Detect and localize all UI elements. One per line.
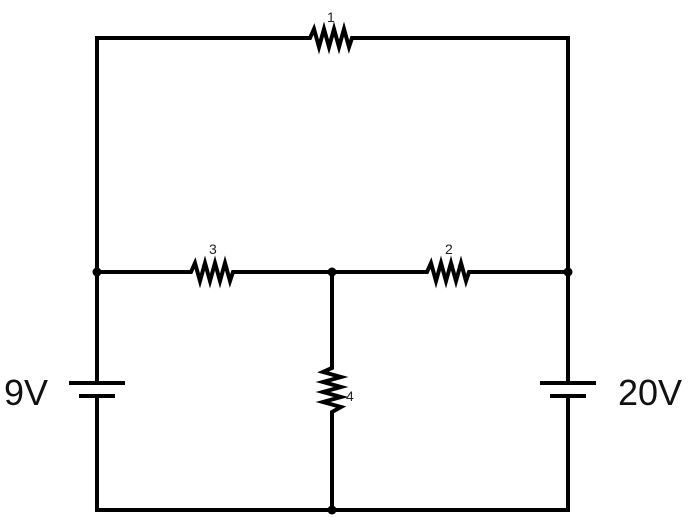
- node-center: [327, 267, 337, 277]
- resistor-3: [186, 255, 238, 289]
- battery-9v-label: 9V: [4, 372, 48, 413]
- resistor-4: [315, 364, 349, 418]
- battery-20v-label: 20V: [618, 372, 682, 413]
- resistor-2-label: 2: [445, 241, 453, 257]
- node-bottom: [327, 505, 337, 515]
- node-right: [563, 267, 573, 277]
- resistor-3-label: 3: [209, 241, 217, 257]
- resistor-1: [305, 21, 357, 55]
- resistor-2: [422, 255, 474, 289]
- resistor-4-label: 4: [346, 388, 354, 404]
- node-left: [92, 267, 102, 277]
- resistor-1-label: 1: [327, 9, 335, 25]
